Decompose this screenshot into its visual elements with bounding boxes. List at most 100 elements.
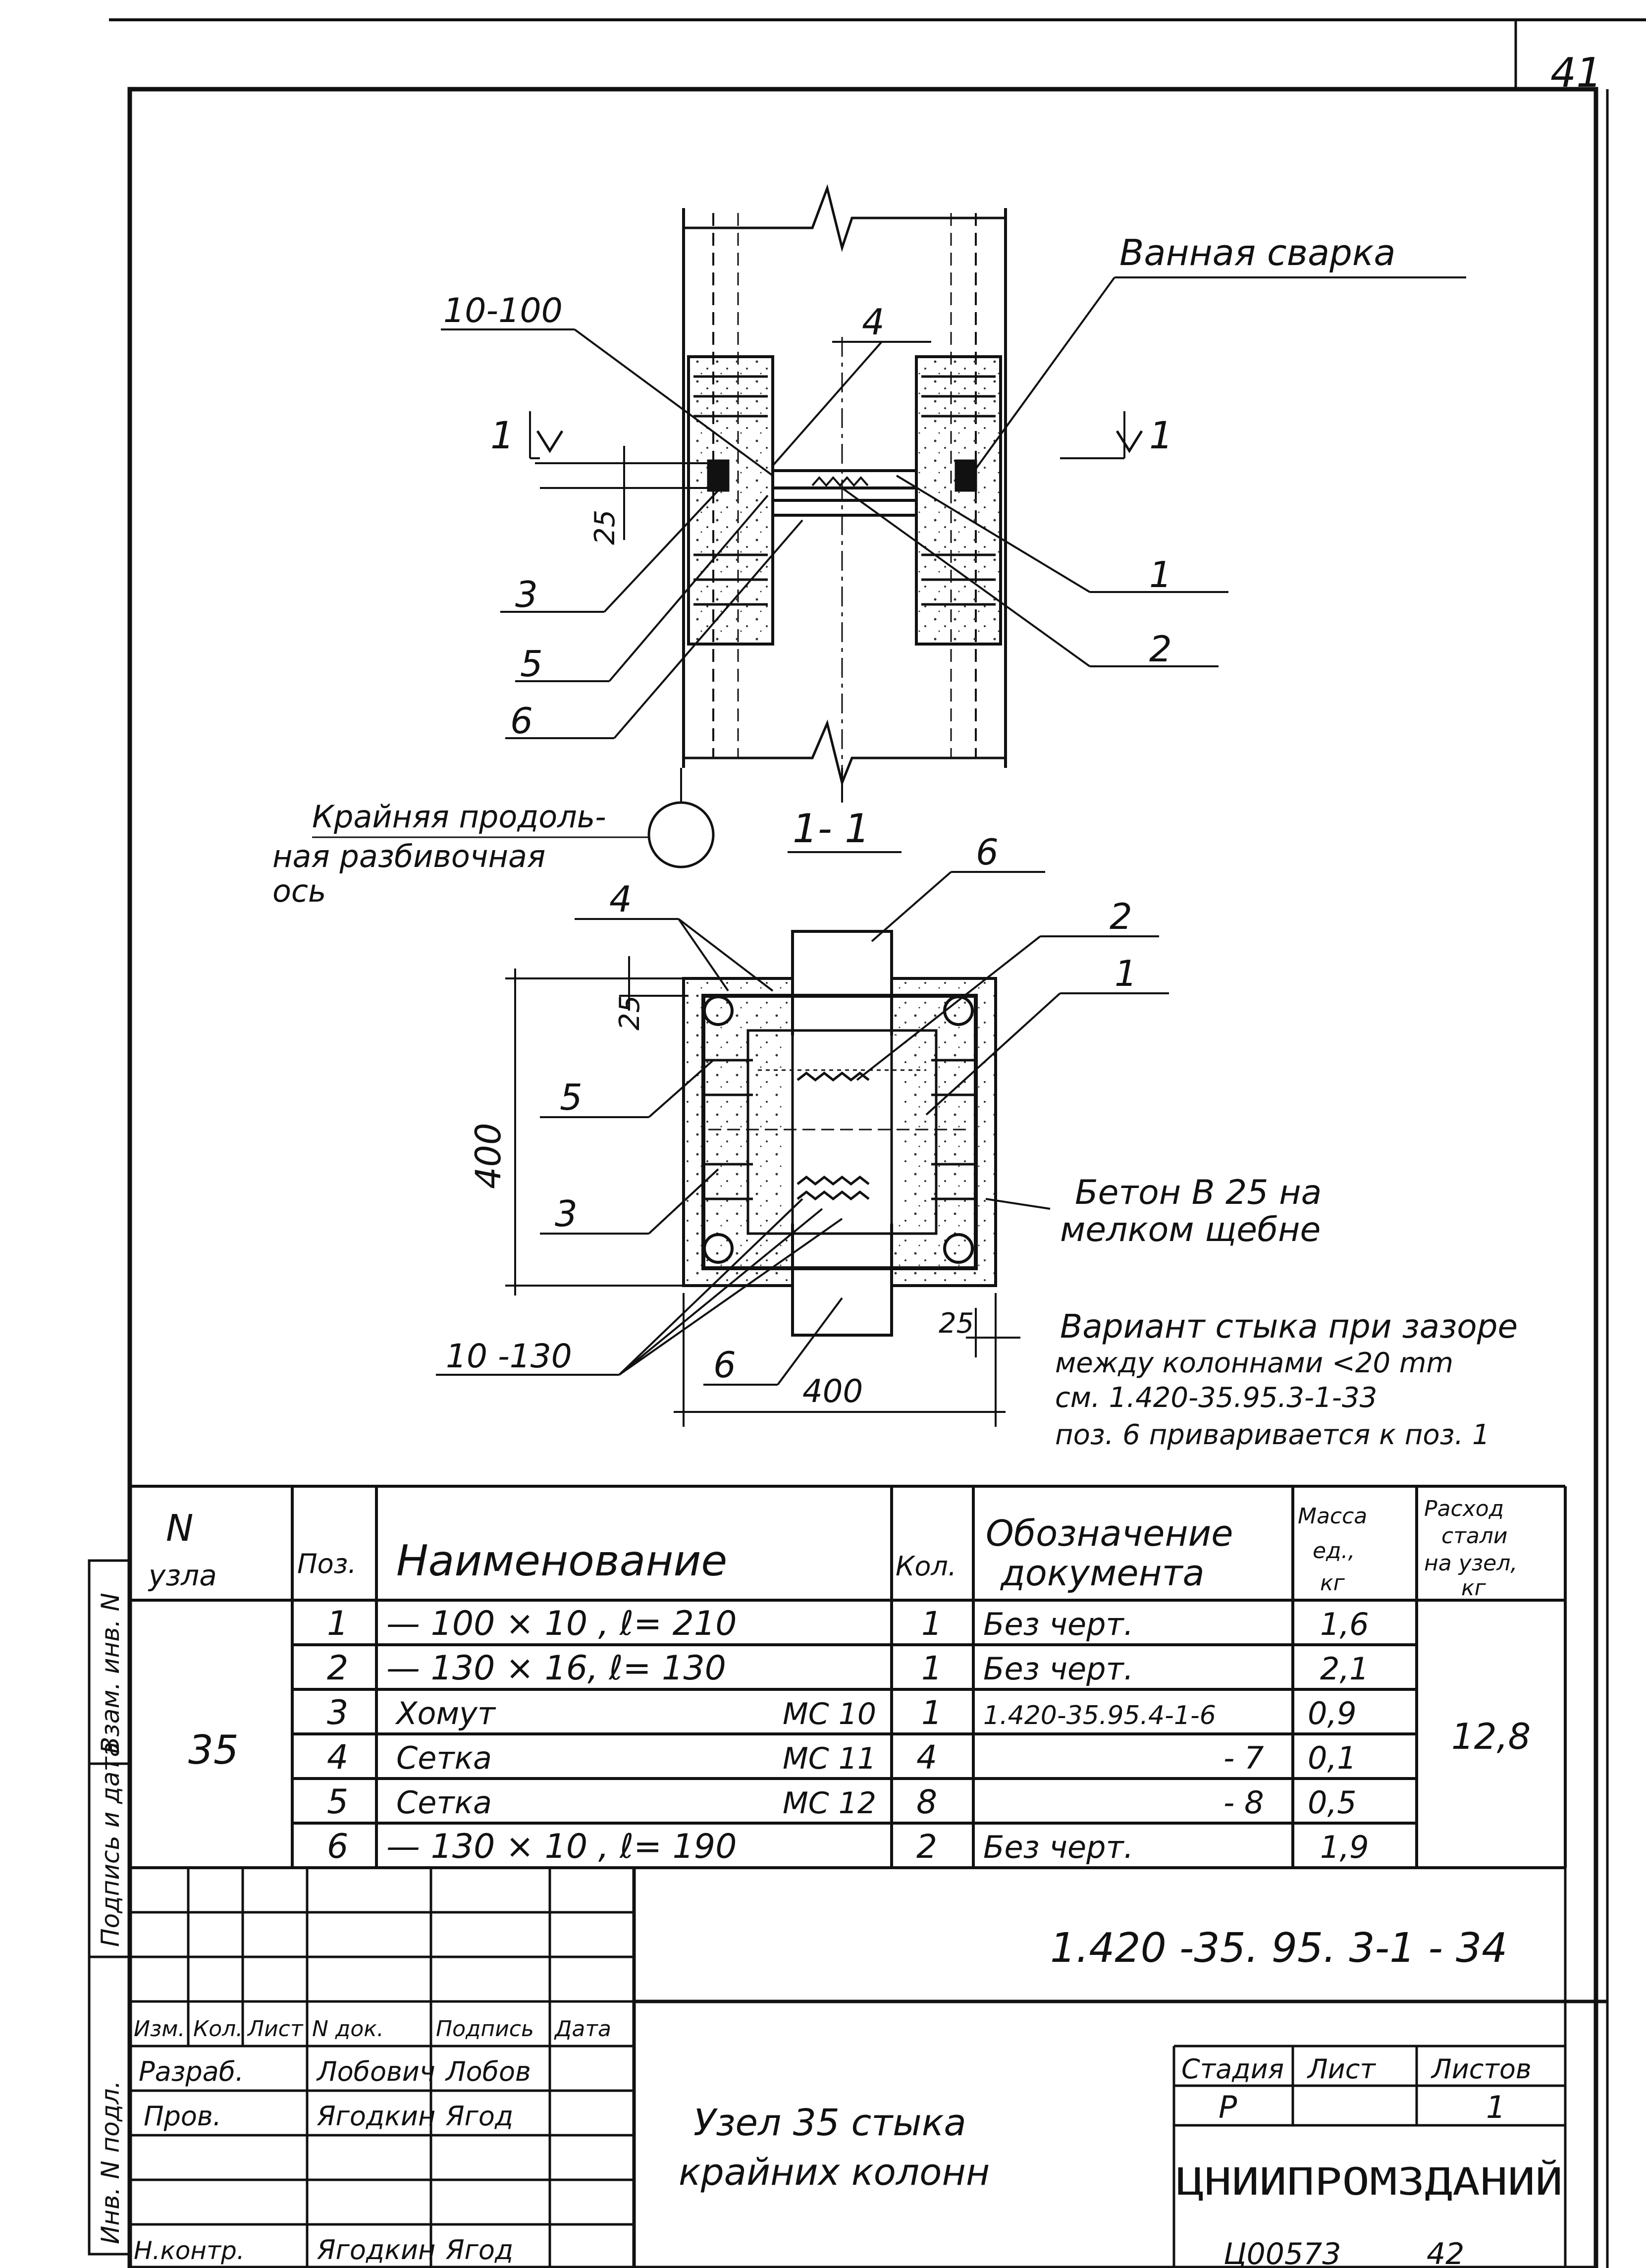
header-qty: Кол. — [896, 1551, 956, 1582]
callout-pos-2: 2 — [1149, 628, 1172, 670]
section-reinforcement — [703, 995, 976, 1264]
callout-pos-4: 4 — [862, 301, 885, 343]
row-pos: 6 — [327, 1827, 348, 1866]
table-row: 2 — 130 × 16, ℓ= 130 1 Без черт. 2,1 — [327, 1649, 1369, 1688]
row-pos: 1 — [327, 1604, 348, 1643]
title-line-2: крайних колонн — [679, 2151, 990, 2194]
role-developer: Разраб. — [139, 2056, 244, 2087]
row-qty: 1 — [921, 1649, 942, 1687]
dimension-gap: 25 — [589, 510, 621, 545]
concrete-note-line-1: Бетон В 25 на — [1075, 1173, 1322, 1212]
section-mesh-spacing: 10 -130 — [446, 1337, 572, 1375]
spec-table-grid — [130, 1485, 1567, 1869]
row-doc: Без черт. — [983, 1829, 1133, 1865]
title-block: 1.420 -35. 95. 3-1 - 34 Изм. Кол. Лист N… — [130, 1868, 1607, 2268]
steel-total: 12,8 — [1451, 1716, 1531, 1757]
section-callout-pos-6-bottom: 6 — [713, 1344, 736, 1386]
row-name: Сетка — [396, 1740, 492, 1776]
name-norm-control: Ягодкин — [317, 2234, 435, 2266]
reinforcement-bars — [693, 375, 996, 606]
section-leaders — [436, 871, 1169, 1427]
header-doc-line-2: документа — [1000, 1552, 1205, 1594]
row-pos: 4 — [327, 1738, 348, 1777]
header-mass-line-2: ед., — [1313, 1538, 1355, 1564]
section-dimension-top: 25 — [614, 995, 646, 1030]
header-steel-line-1: Расход — [1424, 1496, 1504, 1521]
document-code: 1.420 -35. 95. 3-1 - 34 — [1050, 1925, 1507, 1972]
col-header-doc: N док. — [312, 2016, 384, 2042]
name-developer: Лобович — [316, 2056, 435, 2087]
stage-label: Стадия — [1181, 2053, 1284, 2085]
margin-label-replace: Взам. инв. N — [96, 1593, 125, 1754]
row-mass: 0,1 — [1308, 1740, 1357, 1776]
axis-marker — [647, 801, 715, 868]
signature-norm-control: Ягод — [445, 2234, 513, 2266]
sheets-label: Листов — [1431, 2053, 1532, 2085]
row-mass: 0,9 — [1308, 1695, 1357, 1731]
row-mass: 1,6 — [1320, 1606, 1369, 1642]
row-qty: 1 — [921, 1605, 942, 1643]
row-mass: 2,1 — [1320, 1651, 1369, 1687]
organization: ЦНИИПРОМЗДАНИЙ — [1176, 2159, 1563, 2204]
column-outline — [682, 184, 1007, 787]
section-callout-pos-5: 5 — [560, 1077, 583, 1118]
section-view: 1- 1 — [436, 806, 1518, 1451]
header-mass-line-1: Масса — [1298, 1504, 1367, 1529]
section-callout-pos-3: 3 — [555, 1193, 578, 1235]
header-doc-line-1: Обозначение — [986, 1512, 1233, 1554]
section-callout-pos-4: 4 — [609, 878, 632, 920]
table-row: 6 — 130 × 10 , ℓ= 190 2 Без черт. 1,9 — [327, 1827, 1369, 1866]
section-outline — [682, 930, 997, 1337]
section-callout-pos-1: 1 — [1115, 953, 1137, 994]
axis-note-line-1: Крайняя продоль- — [312, 799, 606, 835]
variant-note-line-1: Вариант стыка при зазоре — [1060, 1307, 1518, 1346]
node-number: 35 — [188, 1727, 239, 1773]
spec-table: N узла Поз. Наименование Кол. Обозначени… — [130, 1485, 1567, 1869]
callout-pos-1: 1 — [1149, 554, 1172, 595]
role-norm-control: Н.контр. — [134, 2236, 245, 2265]
role-checker: Пров. — [144, 2101, 221, 2132]
margin-label-signature: Подпись и дата — [96, 1742, 125, 1947]
header-steel-line-3: на узел, — [1424, 1551, 1517, 1576]
col-header-change: Изм. — [134, 2016, 185, 2042]
table-row: 5 Сетка МС 12 8 - 8 0,5 — [327, 1782, 1357, 1822]
header-node-n: N — [166, 1507, 193, 1550]
section-dimension-height: 400 — [468, 1123, 509, 1189]
header-steel-line-2: стали — [1441, 1523, 1508, 1549]
callout-pos-3: 3 — [515, 574, 538, 615]
section-title: 1- 1 — [793, 806, 870, 852]
table-row: 3 Хомут МС 10 1 1.420-35.95.4-1-6 0,9 — [327, 1693, 1357, 1732]
concrete-filling — [687, 355, 1002, 646]
row-qty: 1 — [921, 1694, 942, 1732]
col-header-date: Дата — [554, 2016, 611, 2042]
signature-checker: Ягод — [445, 2101, 513, 2132]
sheets-value: 1 — [1486, 2089, 1505, 2125]
title-line-1: Узел 35 стыка — [693, 2102, 966, 2144]
row-mark: МС 12 — [783, 1786, 876, 1821]
col-header-sheet: Лист — [247, 2016, 304, 2042]
row-name: — 130 × 10 , ℓ= 190 — [386, 1827, 737, 1866]
row-name: Сетка — [396, 1784, 492, 1821]
section-dimension-width: 400 — [802, 1373, 863, 1410]
variant-note-line-4: поз. 6 приваривается к поз. 1 — [1055, 1419, 1490, 1451]
stage-value: Р — [1219, 2089, 1237, 2125]
section-callout-pos-2: 2 — [1110, 896, 1132, 937]
footer-sheet: 42 — [1427, 2237, 1464, 2268]
row-doc: Без черт. — [983, 1651, 1133, 1687]
col-header-qty: Кол. — [193, 2016, 243, 2042]
row-pos: 5 — [327, 1782, 348, 1822]
row-doc: - 8 — [1223, 1784, 1264, 1821]
row-pos: 3 — [327, 1693, 348, 1732]
elevation-leaders — [441, 276, 1466, 803]
row-name: Хомут — [395, 1695, 496, 1731]
row-mark: МС 11 — [783, 1741, 876, 1776]
header-name: Наименование — [396, 1536, 727, 1586]
sheet-number: 41 — [1550, 50, 1602, 97]
callout-pos-5: 5 — [520, 643, 543, 685]
row-qty: 8 — [916, 1783, 937, 1821]
section-mark-right: 1 — [1149, 413, 1173, 457]
header-mass-line-3: кг — [1320, 1570, 1345, 1596]
variant-note-line-3: см. 1.420-35.95.3-1-33 — [1055, 1382, 1377, 1414]
axis-note-line-3: ось — [272, 873, 326, 909]
section-dimension-right: 25 — [939, 1307, 974, 1340]
